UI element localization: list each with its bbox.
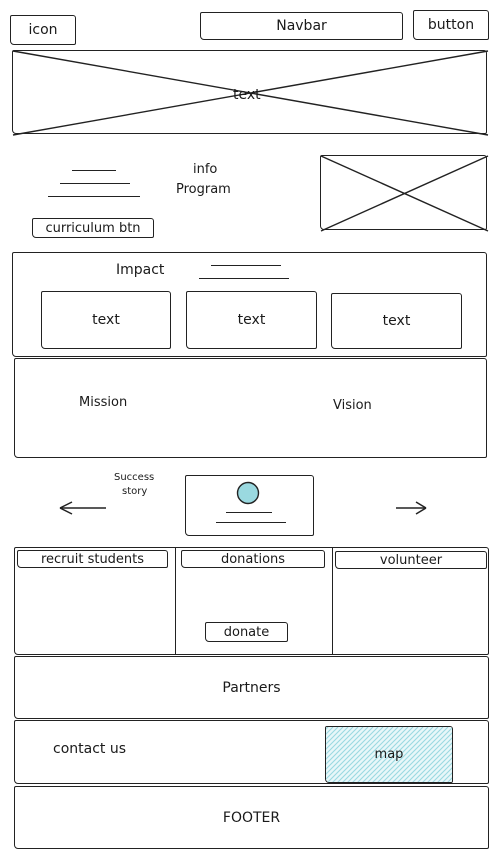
- story-line-1: [226, 512, 272, 513]
- success-title-line1: Success: [114, 472, 155, 483]
- recruit-students-label: recruit students: [40, 551, 145, 567]
- recruit-students-tab[interactable]: recruit students: [17, 550, 168, 568]
- map-label: map: [374, 747, 404, 762]
- info-line-3: [48, 196, 140, 197]
- impact-card-1: text: [41, 291, 171, 349]
- donations-tab[interactable]: donations: [181, 550, 325, 568]
- impact-title: Impact: [116, 262, 165, 278]
- donate-button-label: donate: [223, 624, 270, 640]
- mission-label: Mission: [79, 395, 128, 410]
- info-title-line1: info: [193, 162, 218, 177]
- nav-logo-icon[interactable]: icon: [10, 15, 76, 45]
- footer: FOOTER: [14, 786, 489, 849]
- info-image-placeholder: [320, 155, 489, 232]
- curriculum-button[interactable]: curriculum btn: [32, 218, 154, 238]
- contact-us-label: contact us: [53, 741, 127, 757]
- impact-title-line-1: [211, 265, 281, 266]
- actions-section: recruit students donations volunteer don…: [14, 547, 489, 655]
- carousel-prev-arrow-icon[interactable]: [58, 501, 108, 515]
- impact-card-2: text: [186, 291, 317, 349]
- impact-section: Impact text text text: [12, 252, 487, 357]
- info-title-line2: Program: [176, 182, 231, 197]
- map-placeholder[interactable]: map: [325, 726, 453, 783]
- actions-divider-1: [175, 548, 176, 654]
- info-line-1: [72, 170, 116, 171]
- info-line-2: [60, 183, 130, 184]
- mission-vision-section: Mission Vision: [14, 358, 487, 458]
- partners-section: Partners: [14, 656, 489, 719]
- impact-card-3-text: text: [382, 313, 411, 329]
- info-placeholder-cross: [320, 155, 489, 232]
- map-hatch: [326, 727, 452, 782]
- impact-card-1-text: text: [92, 312, 120, 328]
- donations-label: donations: [220, 551, 286, 567]
- partners-title: Partners: [222, 679, 281, 696]
- nav-icon-label: icon: [28, 22, 58, 38]
- navbar-title: Navbar: [276, 18, 327, 34]
- donate-button[interactable]: donate: [205, 622, 288, 642]
- hero-image-placeholder: text: [12, 50, 489, 136]
- volunteer-tab[interactable]: volunteer: [335, 551, 487, 569]
- story-line-2: [216, 522, 286, 523]
- success-title-line2: story: [122, 486, 148, 497]
- success-story-card: [185, 475, 314, 536]
- volunteer-label: volunteer: [379, 552, 443, 568]
- impact-card-3: text: [331, 293, 462, 349]
- actions-divider-2: [332, 548, 333, 654]
- impact-title-line-2: [199, 278, 289, 279]
- carousel-next-arrow-icon[interactable]: [394, 501, 428, 515]
- vision-label: Vision: [333, 398, 372, 413]
- impact-card-2-text: text: [237, 312, 266, 328]
- avatar-icon: [236, 481, 260, 505]
- contact-section: contact us map: [14, 720, 489, 784]
- hero-placeholder-cross: [12, 50, 489, 136]
- nav-button[interactable]: button: [413, 10, 489, 40]
- curriculum-button-label: curriculum btn: [45, 220, 141, 236]
- nav-button-label: button: [427, 17, 475, 33]
- footer-title: FOOTER: [222, 809, 281, 826]
- hero-text: text: [233, 87, 261, 103]
- navbar[interactable]: Navbar: [200, 12, 403, 40]
